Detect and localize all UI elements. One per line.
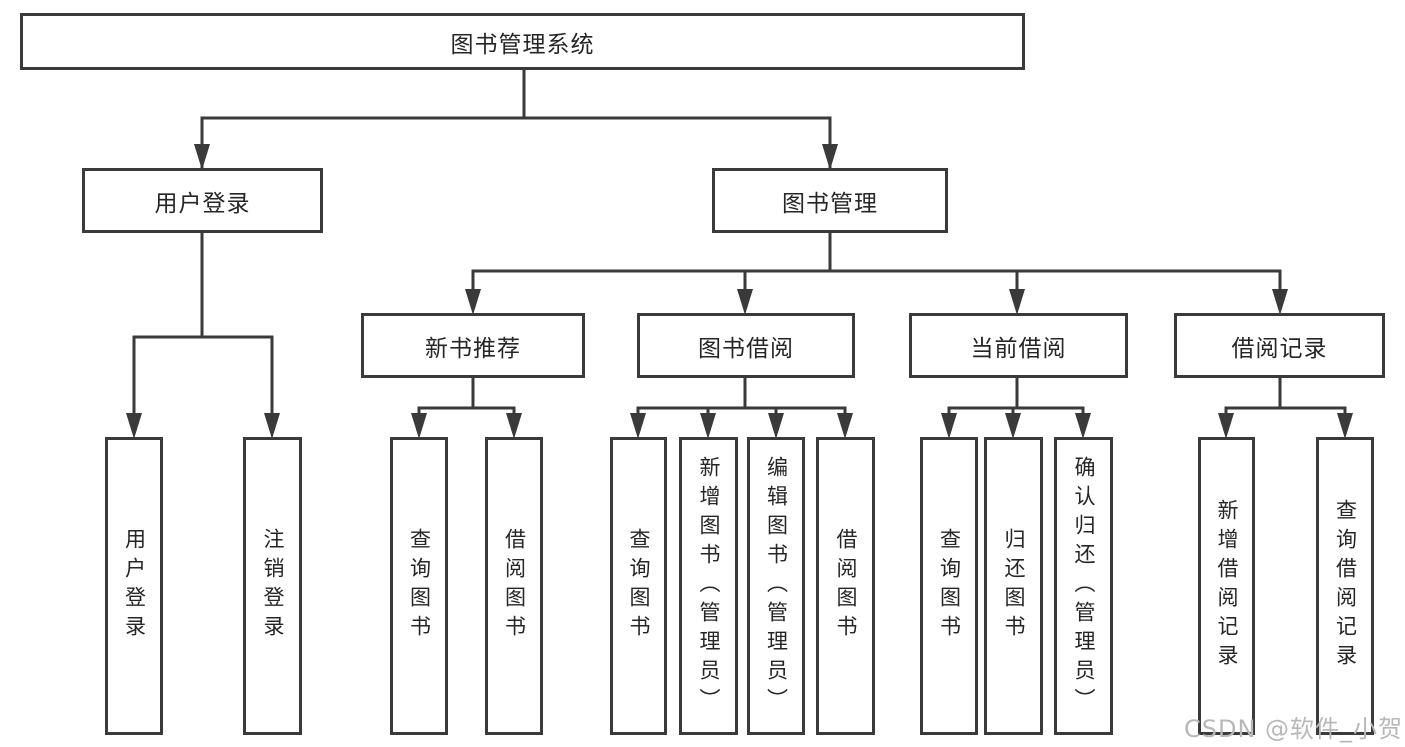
arrow-down-icon (126, 413, 142, 439)
connector-root-to-level2 (194, 70, 838, 170)
leaf-query-books-borrow: 查询图书 (610, 437, 667, 735)
node-current-borrow: 当前借阅 (909, 313, 1128, 378)
arrow-down-icon (465, 289, 481, 315)
node-new-book-recommend: 新书推荐 (361, 313, 585, 378)
node-book-borrow: 图书借阅 (637, 313, 855, 378)
csdn-watermark: CSDN @软件_小贺同学 (1184, 715, 1405, 743)
arrow-down-icon (1218, 413, 1234, 439)
arrow-down-icon (1272, 289, 1288, 315)
node-borrow-records: 借阅记录 (1174, 313, 1385, 378)
leaf-query-books-current: 查询图书 (920, 437, 978, 735)
leaf-edit-book-admin: 编辑图书（管理员） (747, 437, 805, 735)
arrow-down-icon (941, 413, 957, 439)
arrow-down-icon (837, 413, 853, 439)
leaf-return-book: 归还图书 (984, 437, 1043, 735)
arrow-down-icon (822, 144, 838, 170)
arrow-down-icon (411, 413, 427, 439)
arrow-down-icon (630, 413, 646, 439)
leaf-add-borrow-record: 新增借阅记录 (1198, 437, 1255, 735)
node-library-system: 图书管理系统 (20, 13, 1025, 70)
leaf-query-books-recommend: 查询图书 (390, 437, 448, 735)
leaf-borrow-books: 借阅图书 (816, 437, 875, 735)
leaf-logout: 注销登录 (243, 437, 302, 735)
connector-new-book-recommend-to-leaves (411, 378, 522, 439)
node-user-login: 用户登录 (82, 168, 323, 233)
leaf-query-borrow-record: 查询借阅记录 (1316, 437, 1374, 735)
node-book-management: 图书管理 (712, 168, 948, 233)
arrow-down-icon (506, 413, 522, 439)
connector-book-management-to-level3 (465, 233, 1288, 315)
arrow-down-icon (1005, 413, 1021, 439)
arrow-down-icon (1009, 289, 1025, 315)
arrow-down-icon (264, 413, 280, 439)
arrow-down-icon (1075, 413, 1091, 439)
arrow-down-icon (700, 413, 716, 439)
leaf-add-book-admin: 新增图书（管理员） (679, 437, 738, 735)
arrow-down-icon (768, 413, 784, 439)
connector-current-borrow-to-leaves (941, 378, 1091, 439)
arrow-down-icon (194, 144, 210, 170)
arrow-down-icon (1337, 413, 1353, 439)
connector-borrow-records-to-leaves (1218, 378, 1353, 439)
arrow-down-icon (737, 289, 753, 315)
leaf-confirm-return-admin: 确认归还（管理员） (1054, 437, 1113, 735)
connector-user-login-to-leaves (126, 233, 280, 439)
connector-book-borrow-to-leaves (630, 378, 853, 439)
leaf-user-login: 用户登录 (105, 437, 163, 735)
leaf-borrow-books-recommend: 借阅图书 (485, 437, 543, 735)
